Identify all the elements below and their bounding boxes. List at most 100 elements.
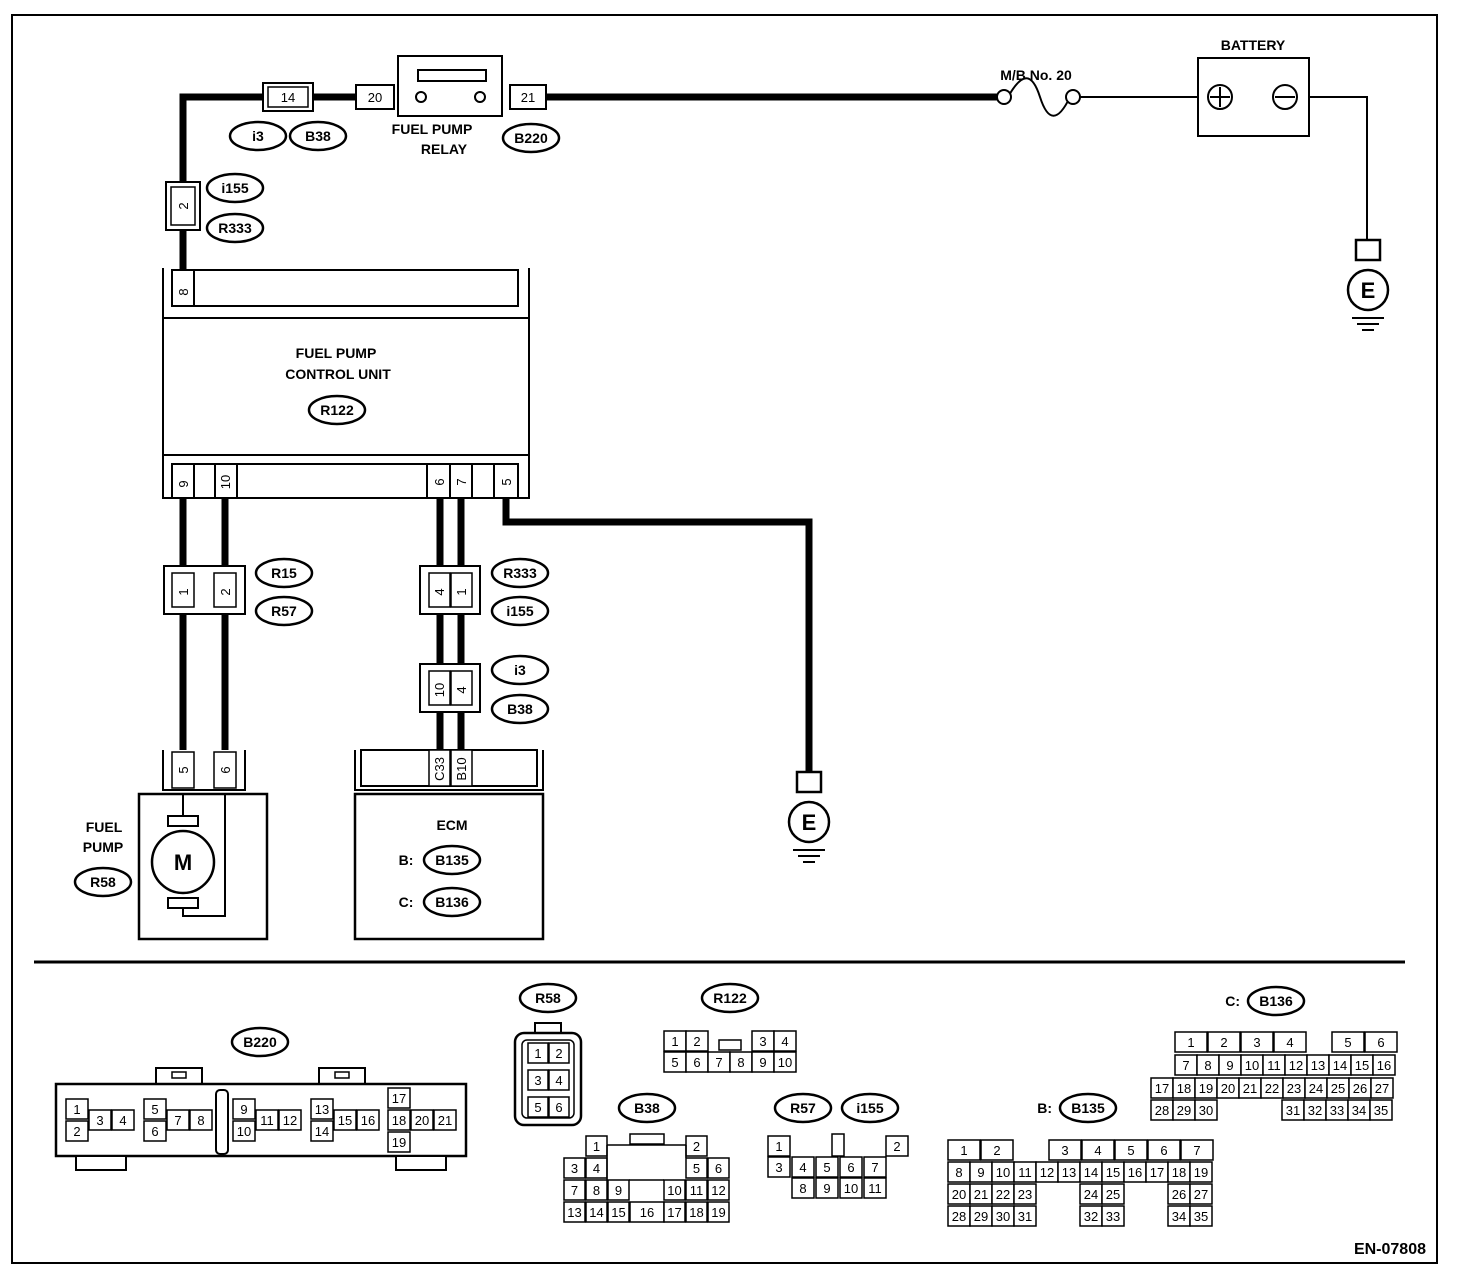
b135-pin-14: 14 bbox=[1079, 1161, 1103, 1183]
b38-pin-3: 3 bbox=[563, 1157, 586, 1179]
b135-pin-26: 26 bbox=[1167, 1183, 1191, 1205]
svg-text:B135: B135 bbox=[435, 852, 469, 868]
svg-text:2: 2 bbox=[893, 1139, 900, 1154]
b136-pin-31: 31 bbox=[1281, 1099, 1305, 1121]
svg-text:6: 6 bbox=[715, 1161, 722, 1176]
tag-i3-top: i3 bbox=[228, 120, 288, 152]
svg-text:5: 5 bbox=[693, 1161, 700, 1176]
svg-text:8: 8 bbox=[197, 1113, 204, 1128]
svg-text:25: 25 bbox=[1106, 1187, 1120, 1202]
b220-pin-6: 6 bbox=[143, 1120, 167, 1142]
b220-pin-8: 8 bbox=[189, 1109, 213, 1131]
svg-text:4: 4 bbox=[454, 686, 469, 693]
svg-text:9: 9 bbox=[759, 1055, 766, 1070]
svg-text:21: 21 bbox=[1243, 1081, 1257, 1096]
pin-box-2-upper: 2 bbox=[165, 181, 201, 231]
b136-pin-13: 13 bbox=[1306, 1054, 1330, 1076]
svg-text:29: 29 bbox=[974, 1209, 988, 1224]
r122-pin-8: 8 bbox=[729, 1051, 753, 1073]
r122-pin-1: 1 bbox=[663, 1030, 687, 1052]
b136-pin-21: 21 bbox=[1238, 1077, 1262, 1099]
r57-pin-9: 9 bbox=[815, 1177, 839, 1199]
b136-pin-8: 8 bbox=[1196, 1054, 1220, 1076]
svg-text:R122: R122 bbox=[713, 990, 747, 1006]
svg-text:24: 24 bbox=[1309, 1081, 1323, 1096]
svg-text:21: 21 bbox=[521, 90, 535, 105]
b220-pin-21: 21 bbox=[433, 1109, 457, 1131]
svg-text:10: 10 bbox=[996, 1165, 1010, 1180]
cu-label-1: FUEL PUMP bbox=[296, 345, 377, 361]
b38-pin-16: 16 bbox=[629, 1201, 665, 1223]
svg-text:4: 4 bbox=[1286, 1035, 1293, 1050]
ecm: C33 B10 ECM B: B135 C: B136 bbox=[353, 749, 545, 941]
b136-pin-11: 11 bbox=[1262, 1054, 1286, 1076]
svg-text:2: 2 bbox=[693, 1034, 700, 1049]
tag-b38-top: B38 bbox=[288, 120, 348, 152]
b135-pin-34: 34 bbox=[1167, 1205, 1191, 1227]
b38-pin-1: 1 bbox=[585, 1135, 608, 1157]
svg-text:i3: i3 bbox=[514, 662, 526, 678]
svg-text:6: 6 bbox=[1377, 1035, 1384, 1050]
r58-pin-3: 3 bbox=[527, 1069, 549, 1091]
b135-pin-1: 1 bbox=[947, 1139, 981, 1161]
svg-text:32: 32 bbox=[1308, 1103, 1322, 1118]
r122-pin-6: 6 bbox=[685, 1051, 709, 1073]
svg-text:2: 2 bbox=[73, 1124, 80, 1139]
tag-r57-mid: R57 bbox=[254, 595, 314, 627]
svg-text:3: 3 bbox=[1061, 1143, 1068, 1158]
svg-text:6: 6 bbox=[1160, 1143, 1167, 1158]
svg-text:1: 1 bbox=[454, 588, 469, 595]
b38-pin-2: 2 bbox=[685, 1135, 708, 1157]
connector-i3-b38: 10 4 bbox=[419, 663, 481, 713]
b220-pin-17: 17 bbox=[387, 1087, 411, 1109]
svg-text:15: 15 bbox=[338, 1113, 352, 1128]
svg-text:7: 7 bbox=[1193, 1143, 1200, 1158]
svg-text:16: 16 bbox=[1128, 1165, 1142, 1180]
svg-text:4: 4 bbox=[1094, 1143, 1101, 1158]
pin-box-21: 21 bbox=[509, 84, 547, 110]
b220-pin-20: 20 bbox=[410, 1109, 434, 1131]
b136-pin-15: 15 bbox=[1350, 1054, 1374, 1076]
b135-pin-31: 31 bbox=[1013, 1205, 1037, 1227]
cu-pin-6: 6 bbox=[432, 478, 447, 485]
svg-text:B136: B136 bbox=[1259, 993, 1293, 1009]
svg-text:3: 3 bbox=[759, 1034, 766, 1049]
r57-pin-1: 1 bbox=[767, 1135, 791, 1157]
svg-text:32: 32 bbox=[1084, 1209, 1098, 1224]
b38-pin-17: 17 bbox=[663, 1201, 686, 1223]
svg-text:14: 14 bbox=[281, 90, 295, 105]
connector-r333-i155: 4 1 bbox=[419, 565, 481, 615]
b136-pin-1: 1 bbox=[1174, 1031, 1208, 1053]
b136-pin-25: 25 bbox=[1326, 1077, 1350, 1099]
svg-text:28: 28 bbox=[952, 1209, 966, 1224]
svg-text:20: 20 bbox=[415, 1113, 429, 1128]
b220-pin-7: 7 bbox=[166, 1109, 190, 1131]
svg-text:1: 1 bbox=[176, 588, 191, 595]
tag-r333-mid: R333 bbox=[490, 557, 550, 589]
svg-text:B136: B136 bbox=[435, 894, 469, 910]
svg-text:9: 9 bbox=[240, 1102, 247, 1117]
svg-text:B:: B: bbox=[399, 852, 414, 868]
svg-text:20: 20 bbox=[1221, 1081, 1235, 1096]
b135-pin-17: 17 bbox=[1145, 1161, 1169, 1183]
svg-text:14: 14 bbox=[1333, 1058, 1347, 1073]
b136-pin-34: 34 bbox=[1347, 1099, 1371, 1121]
svg-text:21: 21 bbox=[438, 1113, 452, 1128]
ground-control-unit: E bbox=[787, 770, 831, 863]
svg-text:34: 34 bbox=[1352, 1103, 1366, 1118]
pump-label-1: FUEL bbox=[86, 819, 123, 835]
b135-pin-27: 27 bbox=[1189, 1183, 1213, 1205]
r58-pin-1: 1 bbox=[527, 1042, 549, 1064]
svg-text:10: 10 bbox=[432, 683, 447, 697]
b38-pin-9: 9 bbox=[607, 1179, 630, 1201]
svg-text:15: 15 bbox=[611, 1205, 625, 1220]
svg-text:10: 10 bbox=[1245, 1058, 1259, 1073]
svg-text:4: 4 bbox=[593, 1161, 600, 1176]
svg-text:2: 2 bbox=[693, 1139, 700, 1154]
svg-text:11: 11 bbox=[1267, 1058, 1281, 1073]
svg-text:16: 16 bbox=[361, 1113, 375, 1128]
b135-pin-16: 16 bbox=[1123, 1161, 1147, 1183]
